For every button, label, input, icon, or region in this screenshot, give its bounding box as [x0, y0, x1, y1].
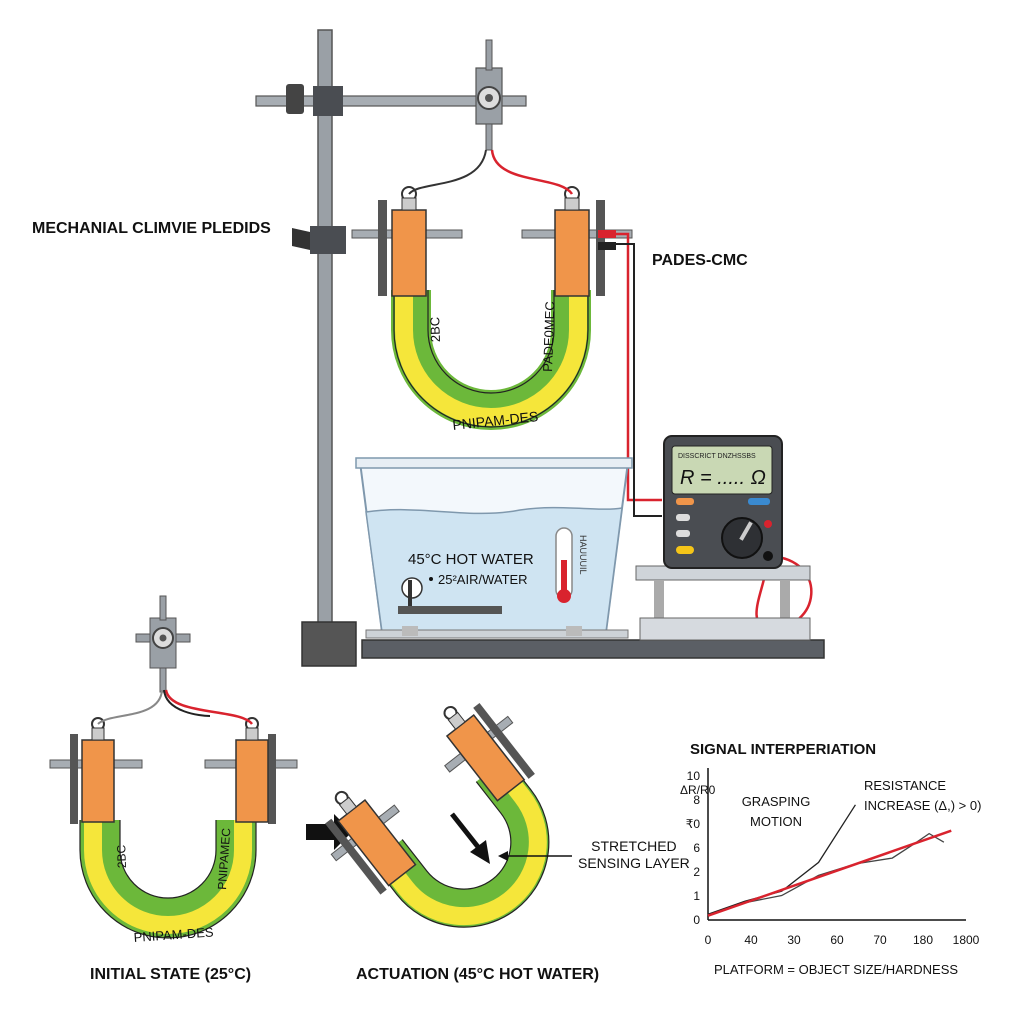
stretched-label: STRETCHED SENSING LAYER	[578, 838, 690, 871]
actuation-label: ACTUATION (45°C HOT WATER)	[356, 966, 600, 983]
main-left-text: 2BC	[427, 317, 443, 343]
bend-arrow	[450, 812, 484, 854]
initial-stand	[135, 595, 191, 693]
chart-title: SIGNAL INTERPERIATION	[690, 741, 876, 758]
chart-x-tick: 60	[830, 933, 844, 947]
chart-y-tick: 8	[693, 793, 700, 807]
chart-y-tick: 2	[693, 865, 700, 879]
chart-series-line	[707, 829, 952, 917]
main-clamps	[351, 186, 633, 297]
chart-y-tick: 0	[693, 913, 700, 927]
chart-x-tick: 40	[744, 933, 758, 947]
main-actuator: 2BC PADE0MEC PNIPAM-DES	[391, 290, 591, 433]
initial-bottom-text: PNIPAM-DES	[133, 924, 214, 945]
chart-x-tick: 180	[913, 933, 933, 947]
initial-actuator: 2BC PNIPAMEC PNIPAM-DES	[79, 820, 257, 945]
chart-y-tick: 6	[693, 841, 700, 855]
initial-left-text: 2BC	[114, 844, 129, 868]
chart-x-label: PLATFORM = OBJECT SIZE/HARDNESS	[714, 962, 958, 977]
chart-y-tick: 10	[687, 769, 701, 783]
bend-arrow-head	[470, 840, 490, 864]
stretched-pointer-head	[498, 851, 508, 861]
actuated-actuator	[325, 702, 550, 928]
chart-y-tick: 1	[693, 889, 700, 903]
chart-x-tick: 1800	[953, 933, 980, 947]
chart-x-tick: 70	[873, 933, 887, 947]
multimeter: DISSCRICT DNZHSSBS R = ..... Ω	[635, 435, 811, 641]
signal-chart: SIGNAL INTERPERIATION ΔR/R0 0 1 2 6 ₹0 8 10 0 40 30…	[680, 741, 981, 977]
initial-state-label: INITIAL STATE (25°C)	[90, 966, 252, 983]
chart-annotation-resistance: RESISTANCE	[864, 778, 946, 793]
bath-label-1: 45°C HOT WATER	[408, 551, 534, 568]
chart-x-tick: 0	[705, 933, 712, 947]
pades-cmc-label: PADES-CMC	[652, 252, 748, 269]
multimeter-reading: R = ..... Ω	[680, 467, 766, 489]
chart-x-tick: 30	[787, 933, 801, 947]
bath-label-2: 25²AIR/WATER	[438, 572, 528, 587]
multimeter-display-top: DISSCRICT DNZHSSBS	[678, 453, 756, 460]
chart-annotation-grasping: MOTION	[750, 814, 802, 829]
initial-clamps	[49, 689, 298, 824]
chart-annotation-grasping: GRASPING	[742, 794, 811, 809]
chart-y-tick: ₹0	[686, 817, 701, 831]
water-bath: HAUUUIL	[355, 457, 633, 639]
thermometer-text: HAUUUIL	[578, 535, 588, 575]
mechanical-label: MECHANIAL CLIMVIE PLEDIDS	[32, 220, 271, 237]
main-right-text: PADE0MEC	[540, 301, 557, 372]
lab-stand	[255, 29, 825, 667]
chart-y-label: ΔR/R0	[680, 783, 716, 797]
chart-annotation-resistance: INCREASE (Δ,) > 0)	[864, 798, 981, 813]
initial-right-text: PNIPAMEC	[215, 827, 233, 890]
